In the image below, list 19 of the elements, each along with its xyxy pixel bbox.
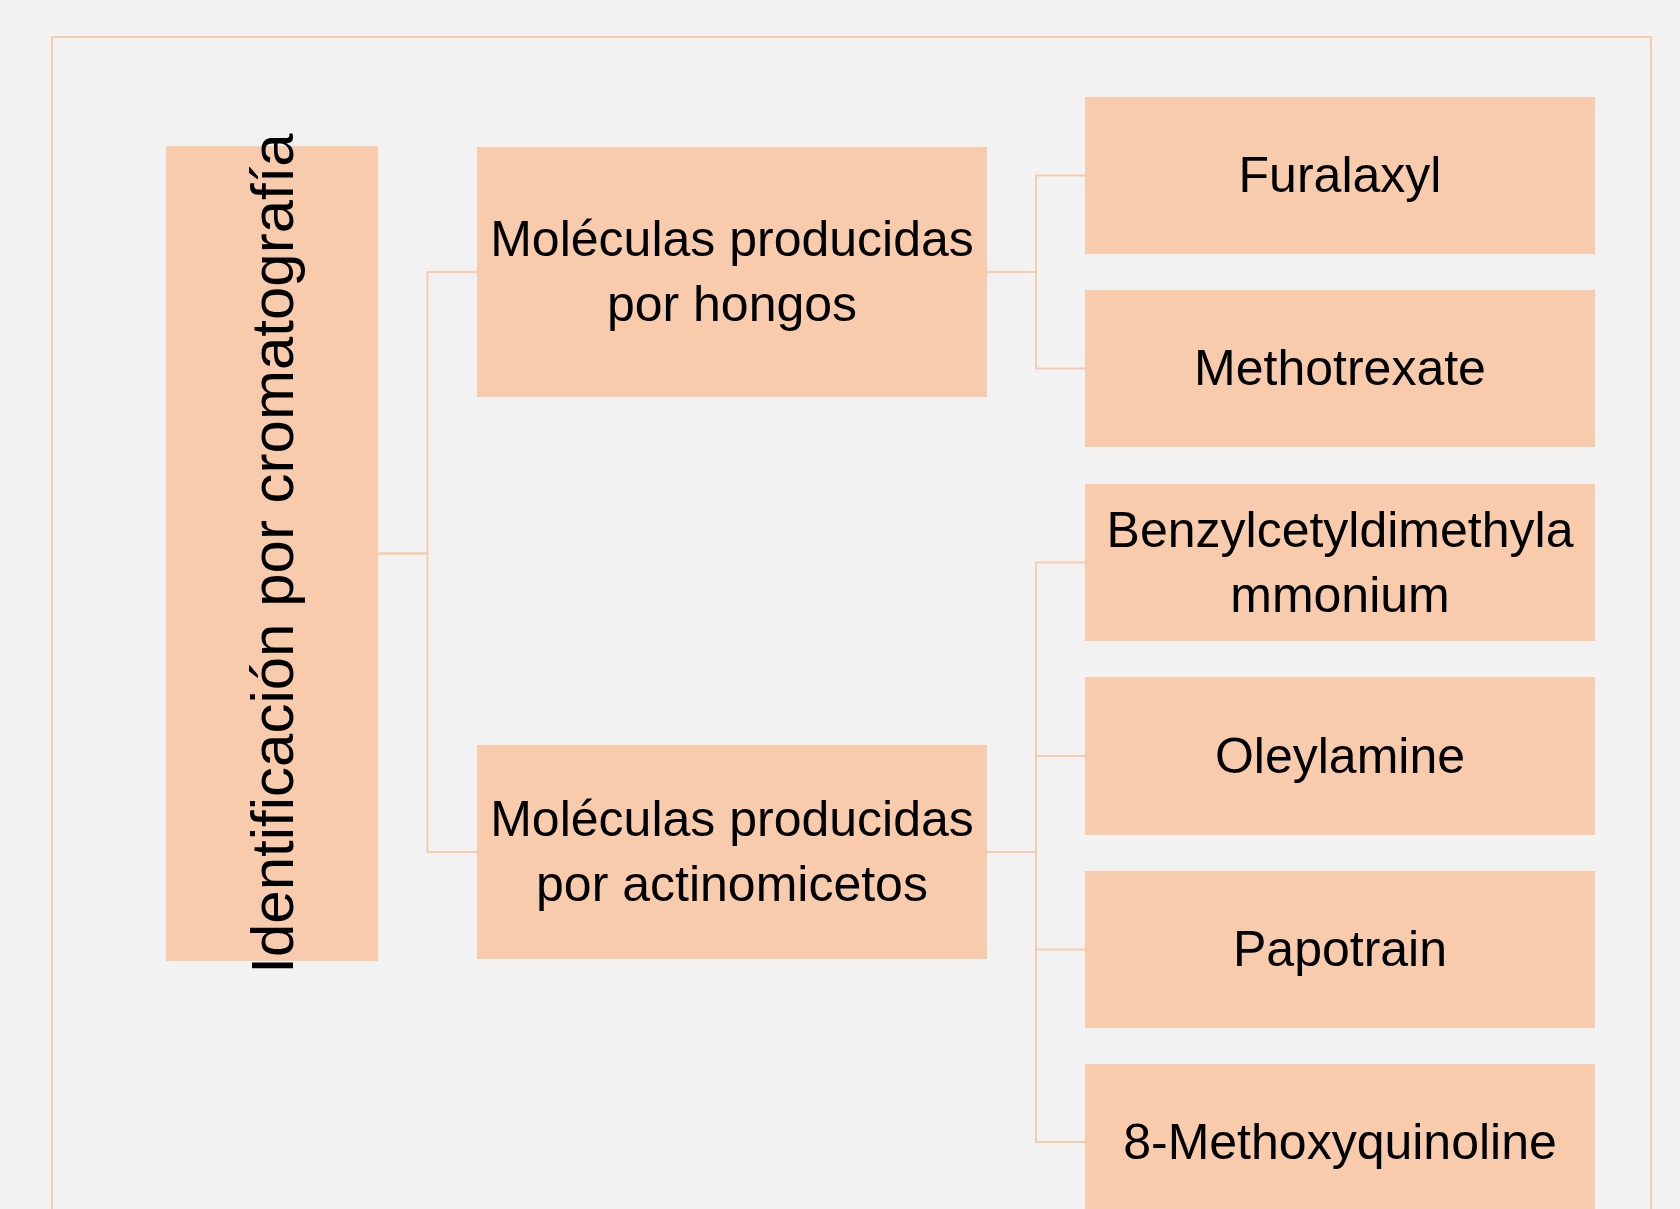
category-box bbox=[1085, 677, 1595, 835]
category-box bbox=[1085, 97, 1595, 254]
category-box bbox=[477, 147, 987, 397]
category-box bbox=[1085, 290, 1595, 447]
category-box bbox=[1085, 484, 1595, 641]
node-label: Identificación por cromatografía bbox=[237, 133, 307, 974]
connector-line bbox=[377, 552, 478, 853]
category-box bbox=[1085, 871, 1595, 1028]
node-label: 8-Methoxyquinoline bbox=[1123, 1113, 1557, 1172]
node-label: Moléculas producidas por actinomicetos bbox=[489, 790, 975, 914]
category-box bbox=[477, 745, 987, 959]
node-label: Moléculas producidas por hongos bbox=[489, 210, 975, 334]
node-label: Furalaxyl bbox=[1238, 146, 1442, 205]
category-box bbox=[1085, 1064, 1595, 1209]
connector-line bbox=[986, 271, 1086, 370]
node-label: Papotrain bbox=[1232, 920, 1447, 979]
node-label: Oleylamine bbox=[1214, 726, 1466, 786]
node-label: Benzylcetyldimethylammonium bbox=[1105, 500, 1575, 625]
node-label: Methotrexate bbox=[1194, 339, 1486, 398]
